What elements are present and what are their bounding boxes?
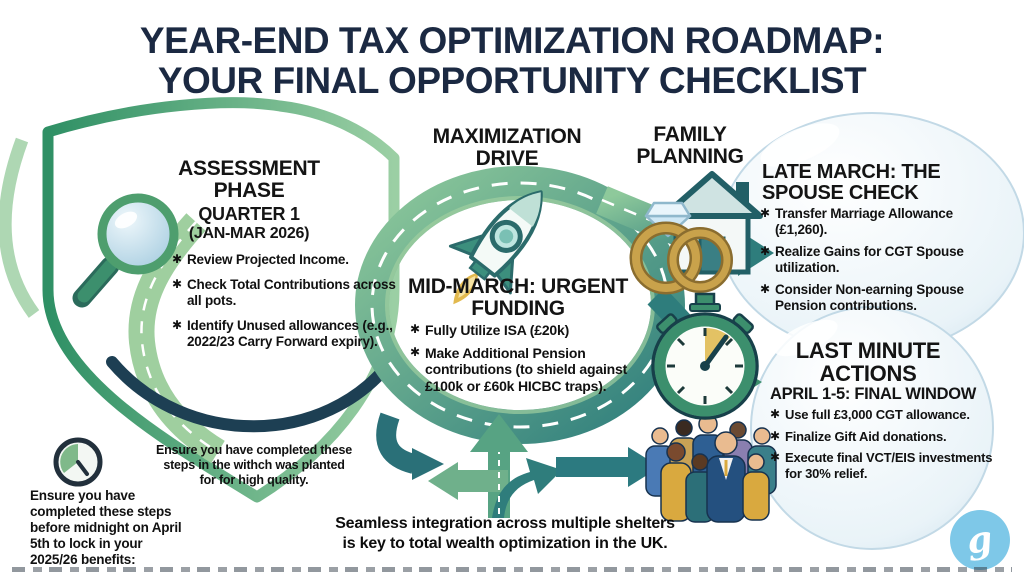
- asterisk-bullet-icon: ✱: [770, 428, 780, 443]
- assessment-bullets: ✱Review Projected Income. ✱Check Total C…: [172, 252, 412, 359]
- footer-note-line2: is key to total wealth optimization in t…: [342, 535, 668, 552]
- list-item: ✱Fully Utilize ISA (£20k): [410, 322, 570, 338]
- mid-march-bullets: ✱Fully Utilize ISA (£20k) ✱Make Addition…: [410, 322, 632, 400]
- asterisk-bullet-icon: ✱: [172, 317, 182, 332]
- logo-badge-icon: g: [950, 510, 1010, 570]
- asterisk-bullet-icon: ✱: [760, 281, 770, 296]
- pie-clock-icon: [53, 437, 103, 487]
- three-way-arrow-icon: [428, 414, 562, 518]
- people-group-icon: [645, 414, 777, 523]
- right-arrow-icon: [556, 447, 660, 487]
- last-minute-window: APRIL 1-5: FINAL WINDOW: [769, 385, 977, 403]
- asterisk-bullet-icon: ✱: [172, 252, 182, 266]
- maximization-drive-heading: MAXIMIZATION DRIVE: [432, 125, 582, 170]
- logo-glyph: g: [964, 517, 996, 563]
- list-item: ✱Use full £3,000 CGT allowance.: [770, 407, 970, 422]
- list-item: ✱Review Projected Income.: [172, 252, 349, 267]
- asterisk-bullet-icon: ✱: [172, 276, 182, 291]
- shield-inner-band: [106, 354, 398, 433]
- late-march-bullets: ✱Transfer Marriage Allowance (£1,260). ✱…: [760, 206, 988, 320]
- last-minute-bubble: [750, 306, 994, 550]
- list-item: ✱Check Total Contributions across all po…: [172, 276, 396, 308]
- rocket-icon: [448, 190, 543, 305]
- wedding-rings-icon: [629, 201, 733, 295]
- page-title-line2: YOUR FINAL OPPORTUNITY CHECKLIST: [157, 60, 867, 101]
- list-item: ✱Execute final VCT/EIS investments for 3…: [770, 450, 993, 481]
- list-item: ✱Finalize Gift Aid donations.: [770, 428, 947, 444]
- cutoff-text-strip: [12, 567, 1012, 572]
- list-item: ✱Transfer Marriage Allowance (£1,260).: [760, 206, 953, 237]
- stopwatch-icon: [651, 292, 759, 420]
- asterisk-bullet-icon: ✱: [410, 322, 420, 336]
- magnifier-icon: [72, 193, 179, 308]
- late-march-heading: LATE MARCH: THE SPOUSE CHECK: [762, 161, 941, 204]
- deadline-note: Ensure you have completed these steps be…: [30, 488, 182, 567]
- list-item: ✱Identify Unused allowances (e.g., 2022/…: [172, 317, 393, 349]
- assessment-period: QUARTER 1: [198, 204, 300, 224]
- footer-note-line1: Seamless integration across multiple she…: [335, 515, 675, 532]
- last-minute-heading: LAST MINUTE ACTIONS: [795, 338, 941, 386]
- last-minute-bullets: ✱Use full £3,000 CGT allowance. ✱Finaliz…: [770, 407, 1006, 487]
- road-to-junction: [376, 412, 444, 480]
- assessment-phase-heading: ASSESSMENT PHASE: [178, 157, 320, 202]
- shield-note: Ensure you have completed these steps in…: [156, 443, 352, 487]
- asterisk-bullet-icon: ✱: [770, 407, 780, 421]
- page-title: YEAR-END TAX OPTIMIZATION ROADMAP: YOUR …: [0, 22, 1024, 102]
- asterisk-bullet-icon: ✱: [760, 206, 770, 220]
- assessment-period-detail: (JAN-MAR 2026): [188, 225, 310, 242]
- page-title-line1: YEAR-END TAX OPTIMIZATION ROADMAP:: [139, 20, 885, 61]
- mid-march-heading: MID-MARCH: URGENT FUNDING: [407, 275, 629, 320]
- asterisk-bullet-icon: ✱: [410, 344, 420, 359]
- footer-note: Seamless integration across multiple she…: [275, 514, 735, 554]
- left-road-curve: [0, 137, 40, 318]
- family-planning-heading: FAMILY PLANNING: [636, 123, 744, 168]
- list-item: ✱Consider Non-earning Spouse Pension con…: [760, 281, 964, 313]
- asterisk-bullet-icon: ✱: [770, 450, 780, 465]
- asterisk-bullet-icon: ✱: [760, 243, 770, 258]
- list-item: ✱Make Additional Pension contributions (…: [410, 344, 628, 394]
- list-item: ✱Realize Gains for CGT Spouse utilizatio…: [760, 243, 964, 275]
